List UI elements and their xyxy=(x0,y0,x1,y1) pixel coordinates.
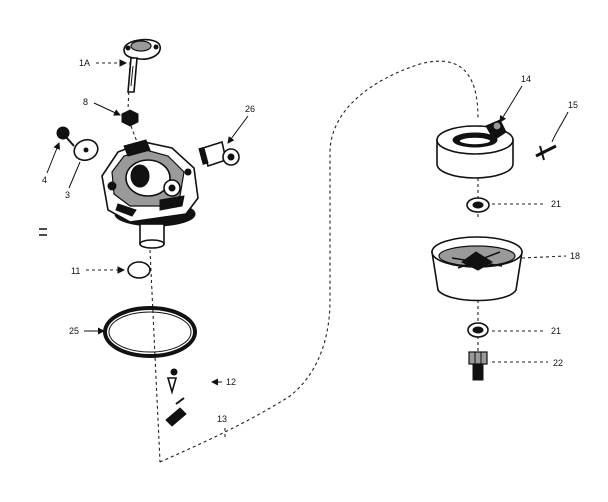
axis-connector xyxy=(159,60,479,463)
part-1a xyxy=(123,38,161,93)
leader-18 xyxy=(521,255,567,259)
callout-13: 13 xyxy=(217,414,227,424)
callout-labels: 1A 8 26 4 3 11 25 12 13 14 15 21 18 21 2… xyxy=(42,58,580,424)
leader-3 xyxy=(68,161,81,189)
part-3 xyxy=(73,138,99,162)
callout-22: 22 xyxy=(553,358,563,368)
part-21-upper xyxy=(466,197,490,213)
carburetor-body xyxy=(101,139,199,249)
stray-mark xyxy=(39,228,47,236)
part-25 xyxy=(103,306,197,358)
callout-25: 25 xyxy=(69,326,79,336)
leader-15 xyxy=(551,111,569,143)
leader-4 xyxy=(46,142,61,174)
callout-4: 4 xyxy=(42,175,47,185)
part-22 xyxy=(468,351,488,381)
callout-1a: 1A xyxy=(79,58,90,68)
part-8 xyxy=(121,109,139,127)
callout-21-upper: 21 xyxy=(551,199,561,209)
part-12 xyxy=(166,368,178,395)
leader-lines xyxy=(46,59,569,440)
leader-26 xyxy=(227,115,249,144)
callout-11: 11 xyxy=(71,266,80,276)
axis-left-lower xyxy=(149,249,161,463)
part-26 xyxy=(198,140,240,168)
leader-14 xyxy=(499,85,523,123)
callout-18: 18 xyxy=(570,251,580,261)
callout-12: 12 xyxy=(226,377,236,387)
part-21-lower xyxy=(467,322,489,338)
part-11 xyxy=(127,261,151,279)
callout-15: 15 xyxy=(568,100,578,110)
part-14 xyxy=(436,119,514,179)
callout-26: 26 xyxy=(245,104,255,114)
part-4 xyxy=(56,126,75,147)
callout-8: 8 xyxy=(83,97,88,107)
callout-3: 3 xyxy=(65,190,70,200)
callout-14: 14 xyxy=(521,74,531,84)
leader-8 xyxy=(93,102,121,116)
callout-21-lower: 21 xyxy=(551,326,561,336)
part-18 xyxy=(431,236,523,302)
part-13 xyxy=(165,397,187,427)
axis-left-upper xyxy=(130,125,141,151)
part-15 xyxy=(535,144,557,161)
